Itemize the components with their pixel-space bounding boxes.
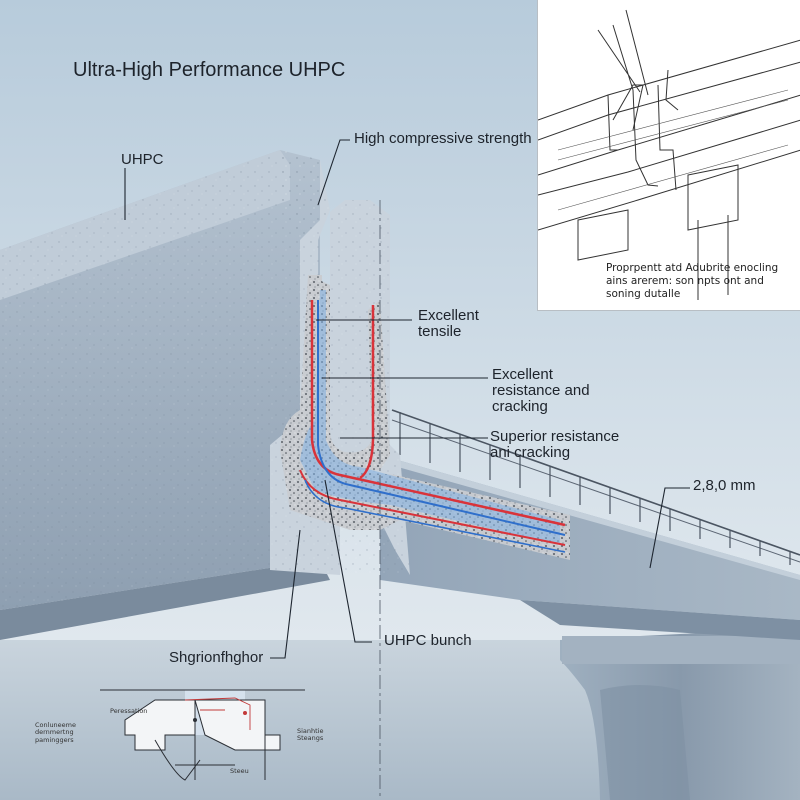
label-superior-resistance: Superior resistance ani cracking bbox=[490, 428, 620, 461]
label-uhpc-bunch: UHPC bunch bbox=[384, 632, 472, 649]
detail-top-label: Peressation bbox=[110, 707, 148, 715]
label-shgrionfhghor: Shgrionfhghor bbox=[169, 649, 264, 666]
detail-right-label: Sianhtie Steangs bbox=[297, 727, 324, 743]
leader-lines bbox=[124, 139, 690, 659]
cutaway-section bbox=[280, 275, 570, 560]
diagram-title: Ultra-High Performance UHPC bbox=[73, 59, 346, 81]
label-uhpc: UHPC bbox=[121, 151, 164, 168]
label-excellent-resistance: Excellent resistance and cracking bbox=[492, 366, 590, 415]
inset-caption: Proprpentt atd Adubrite enocling ains ar… bbox=[606, 262, 779, 301]
label-high-compressive-strength: High compressive strength bbox=[354, 130, 532, 147]
sketch-inset: Proprpentt atd Adubrite enocling ains ar… bbox=[537, 0, 800, 311]
sketch-drawing bbox=[538, 9, 800, 300]
girder-block bbox=[0, 150, 410, 640]
bridge-pier bbox=[560, 628, 800, 800]
detail-bottom-label: Steeu bbox=[230, 767, 249, 775]
label-dimension: 2,8,0 mm bbox=[693, 477, 756, 494]
label-excellent-tensile: Excellent tensile bbox=[418, 307, 479, 340]
detail-drawing: Conluneeme dernmertng paminggers Peressa… bbox=[35, 680, 335, 795]
detail-left-label: Conluneeme dernmertng paminggers bbox=[35, 721, 77, 744]
detail-sketch bbox=[100, 689, 305, 781]
